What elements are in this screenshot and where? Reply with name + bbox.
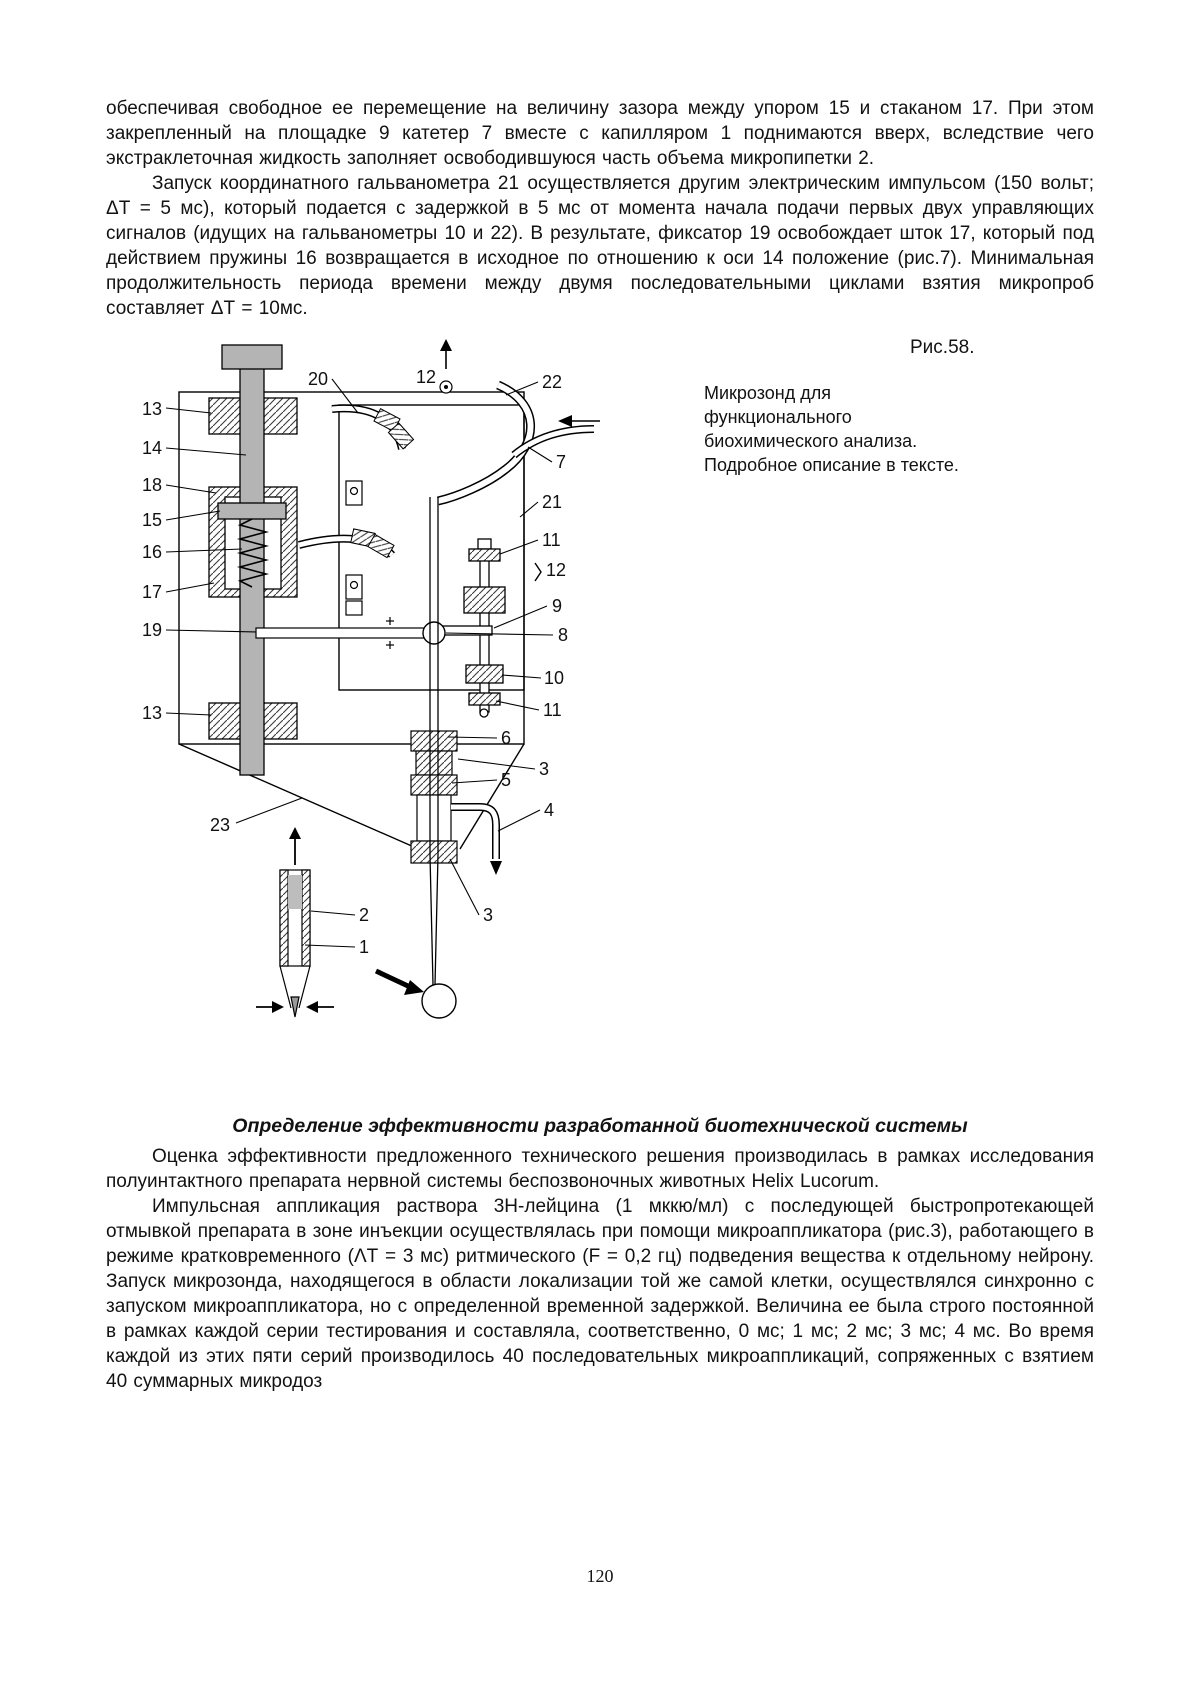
capillary-clamps bbox=[345, 480, 363, 616]
figure-label-12b: 12 bbox=[546, 560, 566, 580]
figure-label-7: 7 bbox=[556, 452, 566, 472]
figure-label-16: 16 bbox=[142, 542, 162, 562]
paragraph-2: Запуск координатного гальванометра 21 ос… bbox=[106, 173, 1094, 319]
outlet-tube bbox=[451, 803, 502, 875]
target-cell bbox=[421, 983, 457, 1019]
figure-label-4: 4 bbox=[544, 800, 554, 820]
figure-label-21: 21 bbox=[542, 492, 562, 512]
figure-drawing: 13 14 18 15 16 17 19 13 23 20 12 22 7 21… bbox=[142, 339, 600, 1019]
figure-label-15: 15 bbox=[142, 510, 162, 530]
figure-labels: 13 14 18 15 16 17 19 13 23 20 12 22 7 21… bbox=[142, 367, 568, 957]
capillary bbox=[429, 497, 439, 986]
figure-label-20: 20 bbox=[308, 369, 328, 389]
figure-label-23: 23 bbox=[210, 815, 230, 835]
figure-58: Рис.58. Микрозонд для функционального би… bbox=[106, 335, 1094, 1107]
lower-tube-stack bbox=[410, 730, 458, 864]
figure-label-8: 8 bbox=[558, 625, 568, 645]
leader-lines bbox=[165, 378, 554, 948]
figure-label-11a: 11 bbox=[542, 530, 561, 550]
pipette-arrows bbox=[256, 827, 334, 1013]
text-column: обеспечивая свободное ее перемещение на … bbox=[106, 98, 1094, 1392]
figure-label-13a: 13 bbox=[142, 399, 162, 419]
figure-label-2: 2 bbox=[359, 905, 369, 925]
catheter-collars bbox=[350, 407, 415, 559]
ball-joint bbox=[422, 621, 446, 645]
spring bbox=[236, 518, 270, 588]
figure-label-14: 14 bbox=[142, 438, 162, 458]
figure-label-3a: 3 bbox=[539, 759, 549, 779]
paragraph-3: Оценка эффективности предложенного техни… bbox=[106, 1146, 1094, 1192]
figure-label-11b: 11 bbox=[543, 700, 562, 720]
page-number: 120 bbox=[586, 1566, 614, 1586]
figure-label-10: 10 bbox=[544, 668, 564, 688]
figure-label-3b: 3 bbox=[483, 905, 493, 925]
inlet-arrow bbox=[558, 415, 600, 427]
figure-label-17: 17 bbox=[142, 582, 162, 602]
figure-label-13b: 13 bbox=[142, 703, 162, 723]
top-arrow bbox=[439, 339, 453, 394]
section-heading: Определение эффективности разработанной … bbox=[232, 1115, 968, 1137]
figure-label-6: 6 bbox=[501, 728, 511, 748]
micropipette bbox=[279, 869, 311, 1018]
holder-assembly bbox=[429, 538, 506, 718]
paragraph-4: Импульсная аппликация раствора 3Н-лейцин… bbox=[106, 1196, 1094, 1392]
figure-label-9: 9 bbox=[552, 596, 562, 616]
figure-ref: Рис.58. bbox=[910, 337, 975, 358]
paragraph-1: обеспечивая свободное ее перемещение на … bbox=[106, 98, 1094, 169]
figure-label-12a: 12 bbox=[416, 367, 436, 387]
wave-mark bbox=[534, 562, 542, 582]
device-frame bbox=[178, 391, 525, 850]
figure-label-1: 1 bbox=[359, 937, 369, 957]
figure-label-19: 19 bbox=[142, 620, 162, 640]
figure-label-5: 5 bbox=[501, 770, 511, 790]
figure-label-18: 18 bbox=[142, 475, 162, 495]
approach-arrow bbox=[374, 968, 424, 995]
figure-caption: Микрозонд для функционального биохимичес… bbox=[704, 383, 959, 475]
figure-label-22: 22 bbox=[542, 372, 562, 392]
